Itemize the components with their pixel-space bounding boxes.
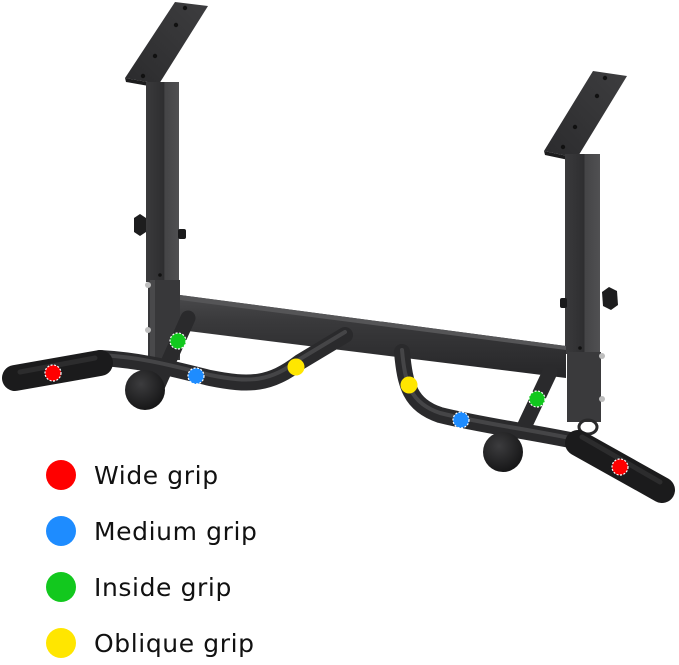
legend-item-oblique: Oblique grip (46, 623, 255, 663)
legend-label: Medium grip (94, 516, 258, 546)
right-mount-plate (544, 71, 627, 162)
green-dot-icon (46, 572, 76, 602)
marker-medium-left (187, 367, 205, 385)
legend-label: Inside grip (94, 572, 232, 602)
left-grip-ball (125, 370, 165, 410)
crossbeam (180, 295, 566, 378)
legend-label: Oblique grip (94, 628, 255, 658)
left-mount-plate (125, 2, 208, 88)
blue-dot-icon (46, 516, 76, 546)
marker-inside-left (169, 332, 187, 350)
marker-oblique-right (400, 376, 418, 394)
right-grip-ball (483, 432, 523, 472)
yellow-dot-icon (46, 628, 76, 658)
left-post (134, 82, 186, 360)
marker-oblique-left (287, 358, 305, 376)
marker-medium-right (452, 411, 470, 429)
legend-label: Wide grip (94, 460, 219, 490)
marker-inside-right (528, 390, 546, 408)
right-post (560, 154, 618, 436)
marker-wide-left (44, 364, 62, 382)
legend-item-wide: Wide grip (46, 455, 219, 495)
grip-markers (44, 332, 629, 476)
legend-item-medium: Medium grip (46, 511, 257, 551)
marker-wide-right (611, 458, 629, 476)
legend-item-inside: Inside grip (46, 567, 232, 607)
red-dot-icon (46, 460, 76, 490)
